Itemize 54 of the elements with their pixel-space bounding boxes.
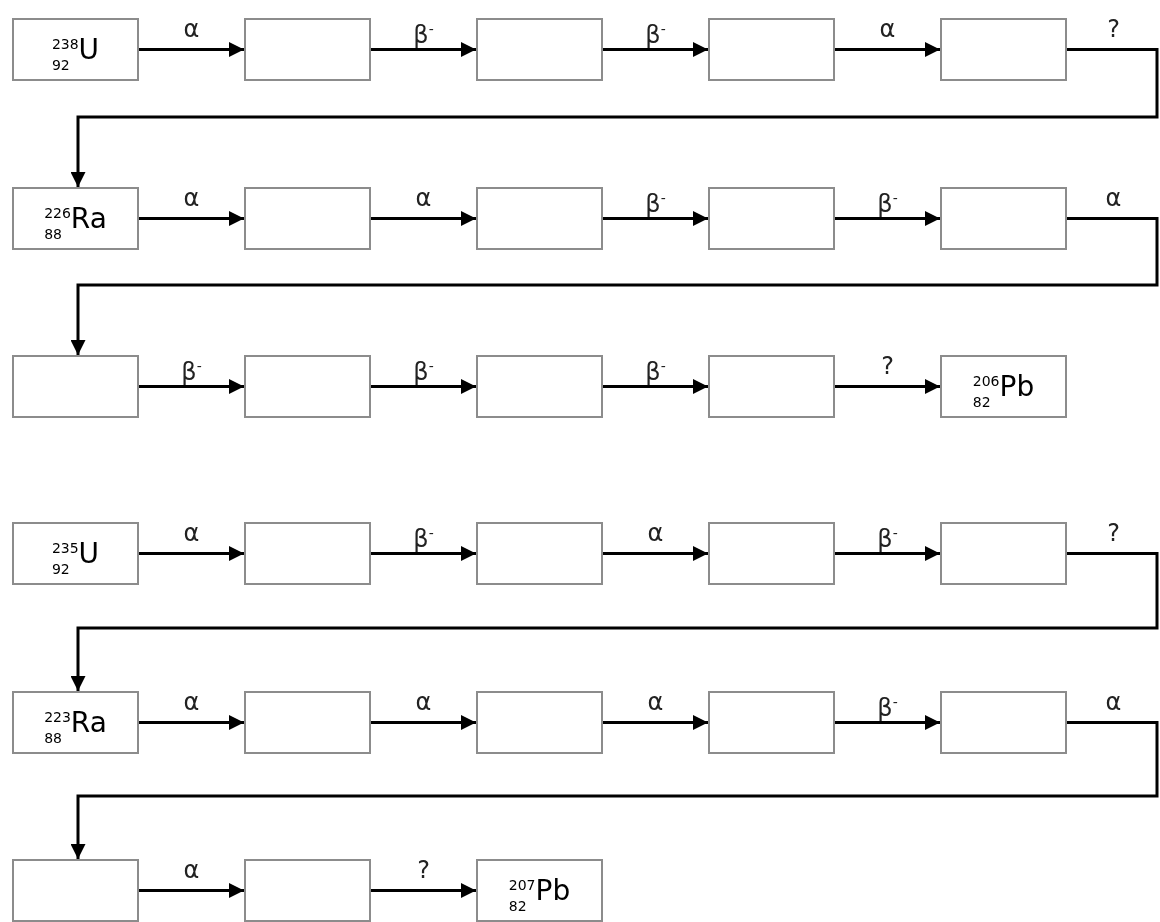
empty-box xyxy=(476,355,603,418)
empty-box xyxy=(244,18,371,81)
empty-box xyxy=(244,859,371,922)
arrow xyxy=(371,42,476,57)
empty-box xyxy=(708,187,835,250)
empty-box xyxy=(940,522,1067,585)
arrow xyxy=(835,379,940,394)
arrow xyxy=(70,217,1159,355)
empty-box xyxy=(12,859,139,922)
empty-box xyxy=(476,522,603,585)
empty-box xyxy=(708,522,835,585)
arrow xyxy=(835,42,940,57)
empty-box xyxy=(708,355,835,418)
nuclide-box xyxy=(940,355,1067,418)
empty-box xyxy=(940,691,1067,754)
arrow xyxy=(835,211,940,226)
arrow xyxy=(371,546,476,561)
empty-box xyxy=(708,691,835,754)
arrow xyxy=(139,715,244,730)
arrow xyxy=(70,48,1159,187)
arrow xyxy=(139,211,244,226)
arrow xyxy=(835,715,940,730)
empty-box xyxy=(244,522,371,585)
nuclide-box xyxy=(12,522,139,585)
arrow xyxy=(835,546,940,561)
arrow xyxy=(603,211,708,226)
empty-box xyxy=(940,18,1067,81)
empty-box xyxy=(12,355,139,418)
arrow xyxy=(371,883,476,898)
nuclide-box xyxy=(476,859,603,922)
arrow xyxy=(603,715,708,730)
nuclide-box xyxy=(12,691,139,754)
empty-box xyxy=(244,355,371,418)
arrow xyxy=(603,379,708,394)
arrow xyxy=(139,546,244,561)
empty-box xyxy=(244,187,371,250)
arrow xyxy=(139,379,244,394)
arrow xyxy=(371,715,476,730)
arrow xyxy=(70,552,1159,691)
nuclide-box xyxy=(12,187,139,250)
empty-box xyxy=(708,18,835,81)
arrow xyxy=(371,211,476,226)
empty-box xyxy=(476,691,603,754)
arrow xyxy=(139,42,244,57)
arrow xyxy=(70,721,1159,859)
arrow xyxy=(603,546,708,561)
arrow xyxy=(139,883,244,898)
empty-box xyxy=(476,187,603,250)
arrow xyxy=(371,379,476,394)
empty-box xyxy=(244,691,371,754)
empty-box xyxy=(476,18,603,81)
arrow xyxy=(603,42,708,57)
empty-box xyxy=(940,187,1067,250)
nuclide-box xyxy=(12,18,139,81)
